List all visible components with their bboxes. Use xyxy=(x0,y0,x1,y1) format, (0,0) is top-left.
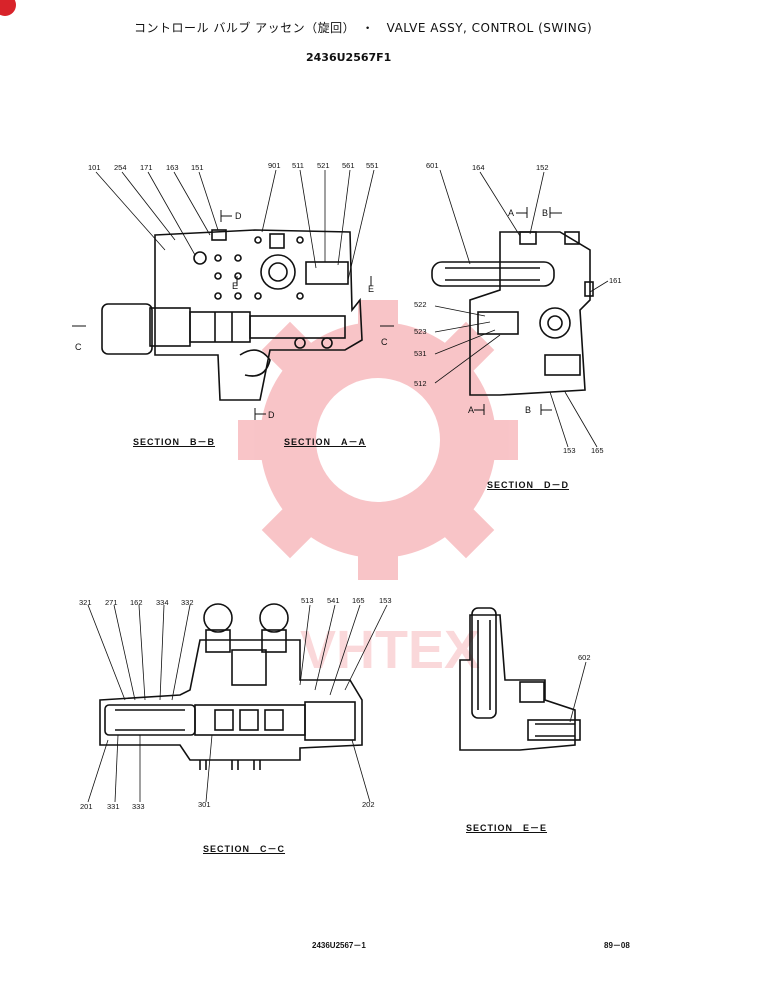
callout-531: 531 xyxy=(414,349,427,358)
section-cc-body xyxy=(99,603,363,770)
section-bb-body xyxy=(101,229,363,401)
section-dd-title: SECTION D－D xyxy=(487,480,570,490)
callout-165: 165 xyxy=(591,446,604,455)
cut-markers xyxy=(72,207,562,420)
callout-163: 163 xyxy=(166,163,179,172)
callout-301: 301 xyxy=(198,800,211,809)
callout-541: 541 xyxy=(327,596,340,605)
callout-512: 512 xyxy=(414,379,427,388)
watermark-logo xyxy=(238,300,518,580)
callout-202: 202 xyxy=(362,800,375,809)
callout-561: 561 xyxy=(342,161,355,170)
leader-lines xyxy=(87,169,609,803)
footer-page-number: 89－08 xyxy=(604,941,630,950)
marker-letters: D D E E C C A B A B xyxy=(75,208,548,420)
section-aa-title: SECTION A－A xyxy=(284,437,367,447)
callout-521: 521 xyxy=(317,161,330,170)
callout-201: 201 xyxy=(80,802,93,811)
section-ee-title: SECTION E－E xyxy=(466,823,548,833)
callout-321: 321 xyxy=(79,598,92,607)
callout-271: 271 xyxy=(105,598,118,607)
callout-333: 333 xyxy=(132,802,145,811)
callout-331: 331 xyxy=(107,802,120,811)
watermark-text: VHTEX xyxy=(300,620,480,680)
marker-d-bottom: D xyxy=(268,410,275,420)
callout-152: 152 xyxy=(536,163,549,172)
marker-c-right: C xyxy=(381,337,388,347)
part-number: 2436U2567F1 xyxy=(306,51,392,64)
callout-513: 513 xyxy=(301,596,314,605)
callout-171: 171 xyxy=(140,163,153,172)
callout-254: 254 xyxy=(114,163,127,172)
corner-badge xyxy=(0,0,16,16)
callout-601: 601 xyxy=(426,161,439,170)
marker-a-bottom: A xyxy=(468,405,474,415)
section-dd-body xyxy=(431,231,594,396)
callout-165-cc: 165 xyxy=(352,596,365,605)
marker-c-left: C xyxy=(75,342,82,352)
marker-b-bottom: B xyxy=(525,405,531,415)
callout-901: 901 xyxy=(268,161,281,170)
callout-162: 162 xyxy=(130,598,143,607)
callout-101: 101 xyxy=(88,163,101,172)
section-cc-title: SECTION C－C xyxy=(203,844,286,854)
marker-b-top: B xyxy=(542,208,548,218)
callout-511: 511 xyxy=(292,161,304,170)
callout-151: 151 xyxy=(191,163,204,172)
marker-e-left: E xyxy=(232,281,238,291)
callout-153-cc: 153 xyxy=(379,596,392,605)
footer-drawing-number: 2436U2567－1 xyxy=(312,941,366,950)
marker-d-top: D xyxy=(235,211,242,221)
marker-e-right: E xyxy=(368,284,374,294)
callout-164: 164 xyxy=(472,163,485,172)
callout-522: 522 xyxy=(414,300,427,309)
section-ee-body xyxy=(459,607,581,751)
marker-a-top: A xyxy=(508,208,514,218)
callout-332: 332 xyxy=(181,598,194,607)
callout-334: 334 xyxy=(156,598,169,607)
callout-551: 551 xyxy=(366,161,379,170)
callout-523: 523 xyxy=(414,327,427,336)
section-bb-title: SECTION B－B xyxy=(133,437,216,447)
callout-153: 153 xyxy=(563,446,576,455)
callout-602: 602 xyxy=(578,653,591,662)
callout-161: 161 xyxy=(609,276,622,285)
page-title: コントロール バルブ アッセン（旋回） ・ VALVE ASSY, CONTRO… xyxy=(134,21,593,35)
